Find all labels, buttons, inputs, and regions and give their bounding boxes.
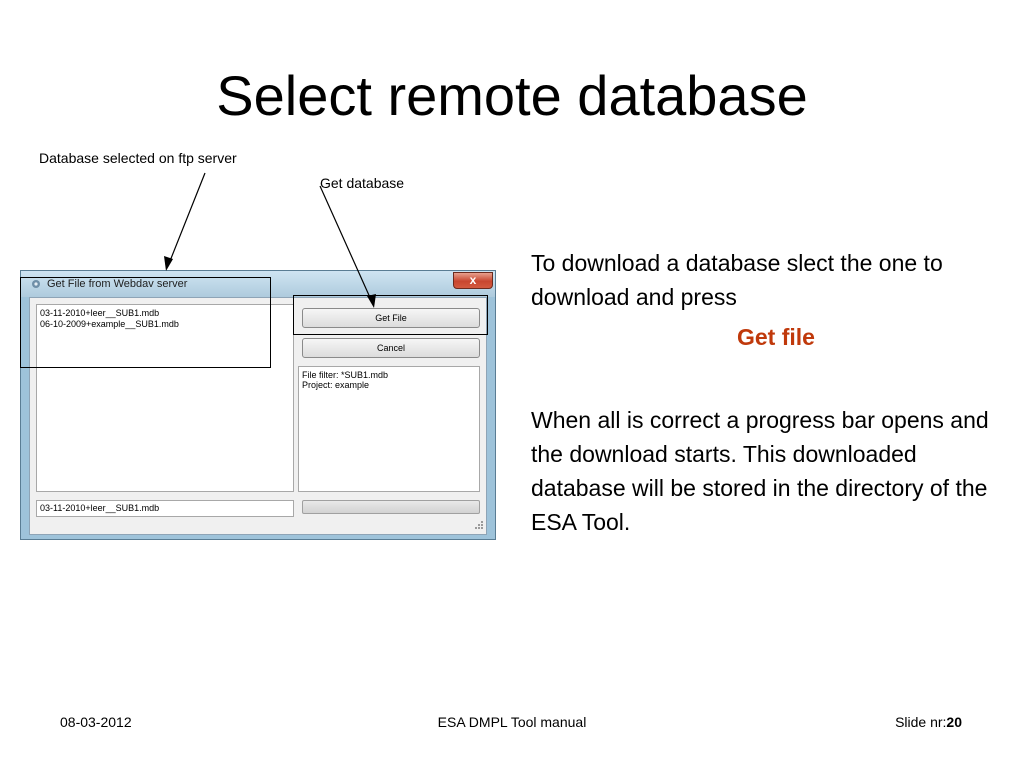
callout-database-selected: Database selected on ftp server — [39, 150, 237, 166]
app-icon — [32, 280, 40, 288]
dialog-titlebar[interactable]: Get File from Webdav server x — [21, 271, 495, 297]
instruction-paragraph: To download a database slect the one to … — [531, 250, 943, 310]
list-item[interactable]: 06-10-2009+example__SUB1.mdb — [40, 319, 179, 329]
remote-file-list[interactable]: 03-11-2010+leer__SUB1.mdb 06-10-2009+exa… — [36, 304, 294, 492]
slide-title: Select remote database — [216, 64, 808, 127]
cancel-button[interactable]: Cancel — [302, 338, 480, 358]
project-text: Project: example — [302, 380, 370, 390]
download-progress-bar — [302, 500, 480, 514]
highlight-get-file-button — [293, 295, 488, 335]
close-icon: x — [469, 273, 477, 287]
footer-slide-number: Slide nr:20 — [895, 712, 962, 732]
file-filter-text: File filter: *SUB1.mdb — [302, 370, 389, 380]
slide-number-label: Slide nr: — [895, 714, 947, 730]
dialog-title: Get File from Webdav server — [47, 278, 188, 290]
resize-grip-icon[interactable] — [472, 520, 484, 532]
slide-number-value: 20 — [946, 714, 962, 730]
footer-title: ESA DMPL Tool manual — [437, 714, 587, 730]
get-file-emphasis: Get file — [737, 324, 815, 350]
selected-file-field[interactable]: 03-11-2010+leer__SUB1.mdb — [36, 500, 294, 517]
dialog-client-area: 03-11-2010+leer__SUB1.mdb 06-10-2009+exa… — [29, 297, 487, 535]
footer-date: 08-03-2012 — [60, 714, 132, 730]
info-panel: File filter: *SUB1.mdb Project: example — [298, 366, 480, 492]
list-item[interactable]: 03-11-2010+leer__SUB1.mdb — [40, 308, 160, 318]
arrowhead-database-selected — [164, 256, 173, 271]
progress-paragraph: When all is correct a progress bar opens… — [531, 407, 989, 535]
callout-get-database: Get database — [320, 175, 405, 191]
arrow-database-selected — [167, 172, 206, 267]
highlight-file-list — [20, 277, 271, 368]
close-button[interactable]: x — [453, 272, 493, 289]
dialog-window: Get File from Webdav server x 03-11-2010… — [20, 270, 496, 540]
get-file-button[interactable]: Get File — [302, 308, 480, 328]
